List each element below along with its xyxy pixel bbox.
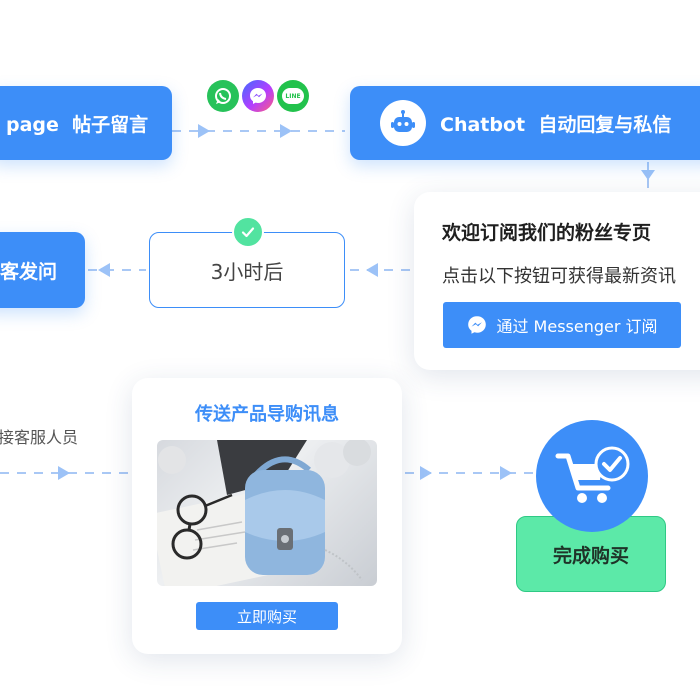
product-message-card: 传送产品导购讯息: [132, 378, 402, 654]
buy-now-label: 立即购买: [236, 607, 297, 626]
messenger-icon: [242, 80, 274, 112]
customer-question-label: 客发问: [0, 260, 58, 283]
subscribe-button-label: 通过 Messenger 订阅: [496, 317, 658, 336]
shopping-cart-icon: [536, 420, 648, 532]
delay-label: 3小时后: [210, 259, 284, 284]
subscribe-title: 欢迎订阅我们的粉丝专页: [442, 222, 652, 244]
product-card-title: 传送产品导购讯息: [195, 404, 339, 425]
subscribe-body: 点击以下按钮可获得最新资讯: [442, 266, 676, 287]
chatbot-label: Chatbot 自动回复与私信: [440, 113, 672, 136]
whatsapp-icon: [207, 80, 239, 112]
chatbot-node: Chatbot 自动回复与私信: [350, 86, 700, 160]
finish-purchase-label: 完成购买: [552, 544, 629, 567]
fb-page-post-node: page 帖子留言: [0, 86, 172, 160]
customer-question-node: 客发问: [0, 232, 85, 308]
robot-icon: [380, 100, 426, 146]
buy-now-button[interactable]: 立即购买: [196, 602, 338, 630]
subscribe-message-card: 欢迎订阅我们的粉丝专页 点击以下按钮可获得最新资讯 通过 Messenger 订…: [414, 192, 700, 370]
product-image: [157, 440, 377, 586]
subscribe-messenger-button[interactable]: 通过 Messenger 订阅: [443, 302, 681, 348]
line-icon-text: LINE: [285, 92, 301, 100]
channel-icons: LINE: [207, 80, 309, 112]
agent-handoff-label: 接客服人员: [0, 428, 79, 447]
check-icon: [232, 216, 264, 248]
line-icon: LINE: [277, 80, 309, 112]
fb-page-post-label: page 帖子留言: [6, 113, 149, 136]
messenger-button-icon: [466, 314, 488, 336]
